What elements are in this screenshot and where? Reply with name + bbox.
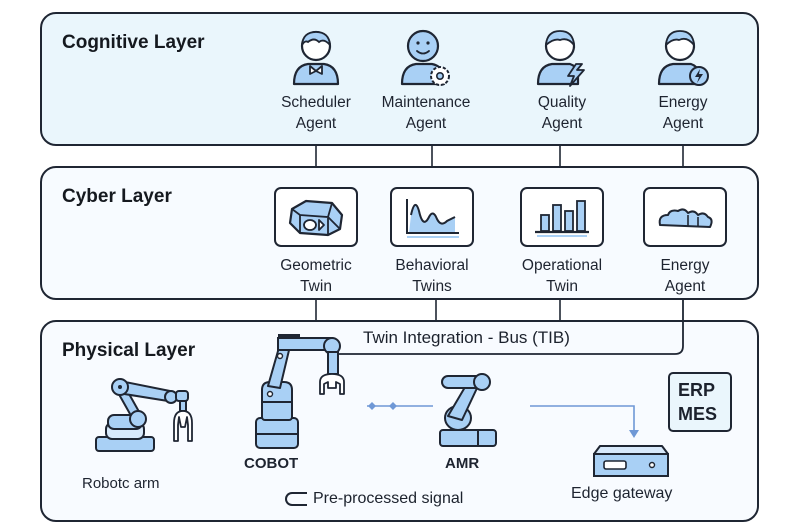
edge-gateway-icon [593, 445, 669, 477]
quality-agent-label-2: Agent [541, 115, 583, 132]
maintenance-agent[interactable]: Maintenance Agent [366, 26, 486, 134]
signal-link-cobot-amr [367, 402, 433, 410]
geometric-twin-box [274, 187, 358, 247]
erp-label: ERP [678, 380, 716, 400]
energy-twin-box [643, 187, 727, 247]
robotic-arm-icon [95, 378, 193, 452]
behavioral-twins-label-1: Behavioral [395, 257, 469, 274]
erp-mes-box[interactable]: ERP MES [668, 372, 732, 432]
amr-icon [439, 373, 497, 447]
person-bolt-icon [536, 30, 585, 87]
cobot-icon [255, 334, 345, 449]
energy-agent[interactable]: Energy Agent [623, 26, 743, 134]
operational-twin-box [520, 187, 604, 247]
operational-twin[interactable]: Operational Twin [502, 187, 622, 297]
scheduler-agent[interactable]: Scheduler Agent [256, 26, 376, 134]
quality-agent[interactable]: Quality Agent [502, 26, 622, 134]
energy-twin-label-2: Agent [664, 278, 706, 295]
bracket-icon [285, 492, 307, 506]
amr-label: AMR [445, 455, 480, 472]
signal-link-amr-gateway [530, 405, 639, 438]
person-gear-icon [400, 29, 450, 86]
scheduler-agent-label-1: Scheduler [281, 94, 351, 111]
behavioral-twins-label-2: Twins [412, 278, 452, 295]
geometric-twin-label-2: Twin [300, 278, 332, 295]
tib-label: Twin Integration - Bus (TIB) [363, 328, 570, 347]
waveform-chart-icon [406, 199, 459, 238]
maintenance-agent-label-1: Maintenance [381, 94, 471, 111]
operational-twin-label-1: Operational [521, 257, 603, 274]
3d-model-icon [288, 199, 344, 237]
operational-twin-label-2: Twin [546, 278, 578, 295]
cognitive-layer-title: Cognitive Layer [62, 32, 205, 53]
geometric-twin[interactable]: Geometric Twin [256, 187, 376, 297]
quality-agent-label-1: Quality [537, 94, 587, 111]
mes-label: MES [678, 404, 718, 424]
cobot-label: COBOT [244, 455, 299, 472]
maintenance-agent-label-2: Agent [405, 115, 447, 132]
signal-legend: Pre-processed signal [285, 490, 463, 508]
edge-gateway-label: Edge gateway [571, 485, 673, 502]
bus-outline [336, 300, 684, 355]
behavioral-twins-box [390, 187, 474, 247]
person-bowtie-icon [292, 30, 340, 86]
person-energy-icon [657, 30, 709, 86]
energy-agent-label-2: Agent [662, 115, 704, 132]
physical-layer-title: Physical Layer [62, 340, 196, 361]
robotic-arm-label: Robotc arm [82, 475, 160, 492]
behavioral-twins[interactable]: Behavioral Twins [372, 187, 492, 297]
cloud-shape-icon [658, 208, 713, 228]
energy-twin[interactable]: Energy Agent [625, 187, 745, 297]
cognitive-layer: Cognitive Layer [40, 12, 759, 146]
energy-twin-label-1: Energy [660, 257, 710, 274]
energy-agent-label-1: Energy [658, 94, 708, 111]
cyber-layer-title: Cyber Layer [62, 186, 172, 207]
bar-chart-icon [535, 200, 589, 237]
scheduler-agent-label-2: Agent [295, 115, 337, 132]
signal-legend-label: Pre-processed signal [313, 490, 464, 507]
geometric-twin-label-1: Geometric [280, 257, 352, 274]
